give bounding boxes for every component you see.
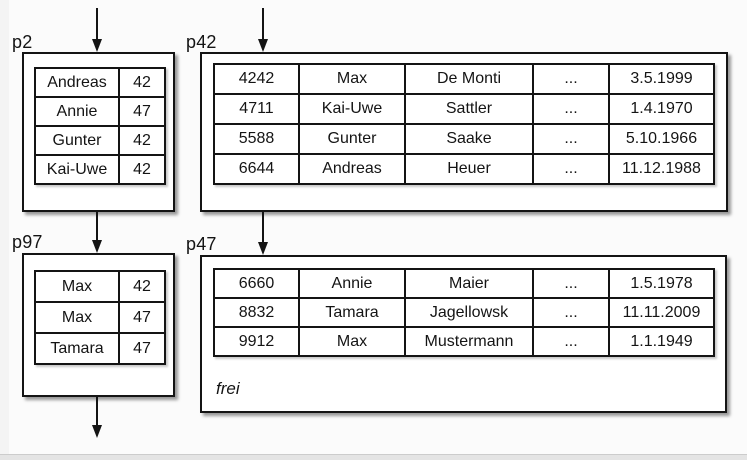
arrow-line [262, 212, 264, 243]
table-cell: Tamara [298, 297, 406, 328]
page-box-p47: 6660 Annie Maier ... 1.5.1978 8832 Tamar… [200, 255, 727, 413]
table-cell: 3.5.1999 [608, 63, 715, 95]
page-label-p42: p42 [186, 32, 217, 52]
table-cell: ... [532, 326, 610, 357]
table-row: 8832 Tamara Jagellowsk ... 11.11.2009 [213, 297, 715, 328]
table-cell: ... [532, 93, 610, 125]
table-cell: 5.10.1966 [608, 123, 715, 155]
record-table-p47: 6660 Annie Maier ... 1.5.1978 8832 Tamar… [213, 268, 715, 357]
table-row: Kai-Uwe 42 [34, 154, 166, 185]
table-cell: ... [532, 123, 610, 155]
table-cell: Tamara [34, 332, 120, 365]
table-cell: 1.4.1970 [608, 93, 715, 125]
table-row: 9912 Max Mustermann ... 1.1.1949 [213, 326, 715, 357]
record-table-p97: Max 42 Max 47 Tamara 47 [34, 270, 166, 365]
table-row: 4242 Max De Monti ... 3.5.1999 [213, 63, 715, 95]
table-cell: Sattler [404, 93, 534, 125]
table-cell: Max [34, 301, 120, 334]
table-cell: ... [532, 297, 610, 328]
arrow-line [262, 8, 264, 40]
table-row: 6660 Annie Maier ... 1.5.1978 [213, 268, 715, 299]
table-cell: 42 [118, 67, 166, 98]
table-cell: 47 [118, 301, 166, 334]
table-cell: Andreas [298, 153, 406, 185]
table-row: Andreas 42 [34, 67, 166, 98]
table-cell: Max [34, 270, 120, 303]
table-cell: 9912 [213, 326, 300, 357]
page-label-p97: p97 [12, 232, 43, 252]
table-cell: Jagellowsk [404, 297, 534, 328]
table-cell: 4711 [213, 93, 300, 125]
arrow-into-p42 [258, 8, 268, 52]
table-row: 6644 Andreas Heuer ... 11.12.1988 [213, 153, 715, 185]
arrow-down-icon [92, 39, 102, 52]
table-cell: 1.5.1978 [608, 268, 715, 299]
table-row: Tamara 47 [34, 332, 166, 365]
left-edge-strip [0, 0, 9, 460]
table-cell: 8832 [213, 297, 300, 328]
table-cell: 6660 [213, 268, 300, 299]
arrow-out-of-p97 [92, 397, 102, 438]
table-cell: 4242 [213, 63, 300, 95]
table-cell: Heuer [404, 153, 534, 185]
table-cell: 6644 [213, 153, 300, 185]
page-box-p97: Max 42 Max 47 Tamara 47 [22, 253, 175, 397]
table-cell: ... [532, 153, 610, 185]
arrow-p2-to-p97 [92, 212, 102, 253]
table-cell: Kai-Uwe [298, 93, 406, 125]
table-cell: De Monti [404, 63, 534, 95]
bottom-edge-bar [0, 454, 747, 460]
table-cell: Mustermann [404, 326, 534, 357]
table-cell: Saake [404, 123, 534, 155]
table-cell: Gunter [34, 125, 120, 156]
table-cell: 47 [118, 332, 166, 365]
page-label-p47: p47 [186, 234, 217, 254]
table-cell: 42 [118, 125, 166, 156]
table-cell: 47 [118, 96, 166, 127]
arrow-down-icon [92, 425, 102, 438]
table-cell: Kai-Uwe [34, 154, 120, 185]
table-row: 4711 Kai-Uwe Sattler ... 1.4.1970 [213, 93, 715, 125]
table-row: 5588 Gunter Saake ... 5.10.1966 [213, 123, 715, 155]
table-cell: ... [532, 63, 610, 95]
arrow-down-icon [92, 240, 102, 253]
table-cell: 11.12.1988 [608, 153, 715, 185]
table-cell: 11.11.2009 [608, 297, 715, 328]
record-table-p2: Andreas 42 Annie 47 Gunter 42 Kai-Uwe 42 [34, 67, 166, 185]
free-space-label: frei [216, 379, 240, 398]
arrow-into-p2 [92, 8, 102, 52]
table-cell: 5588 [213, 123, 300, 155]
table-row: Gunter 42 [34, 125, 166, 156]
table-cell: 42 [118, 154, 166, 185]
table-row: Max 47 [34, 301, 166, 334]
table-cell: 1.1.1949 [608, 326, 715, 357]
arrow-down-icon [258, 39, 268, 52]
table-cell: Annie [298, 268, 406, 299]
arrow-line [96, 397, 98, 426]
arrow-line [96, 8, 98, 40]
table-cell: Annie [34, 96, 120, 127]
table-cell: Max [298, 326, 406, 357]
page-box-p42: 4242 Max De Monti ... 3.5.1999 4711 Kai-… [200, 52, 728, 212]
table-cell: Max [298, 63, 406, 95]
table-row: Annie 47 [34, 96, 166, 127]
table-row: Max 42 [34, 270, 166, 303]
table-cell: Gunter [298, 123, 406, 155]
arrow-p42-to-p47 [258, 212, 268, 255]
table-cell: ... [532, 268, 610, 299]
page-box-p2: Andreas 42 Annie 47 Gunter 42 Kai-Uwe 42 [22, 52, 175, 212]
table-cell: Maier [404, 268, 534, 299]
table-cell: Andreas [34, 67, 120, 98]
record-table-p42: 4242 Max De Monti ... 3.5.1999 4711 Kai-… [213, 63, 715, 185]
arrow-line [96, 212, 98, 241]
page-label-p2: p2 [12, 32, 33, 52]
arrow-down-icon [258, 242, 268, 255]
table-cell: 42 [118, 270, 166, 303]
